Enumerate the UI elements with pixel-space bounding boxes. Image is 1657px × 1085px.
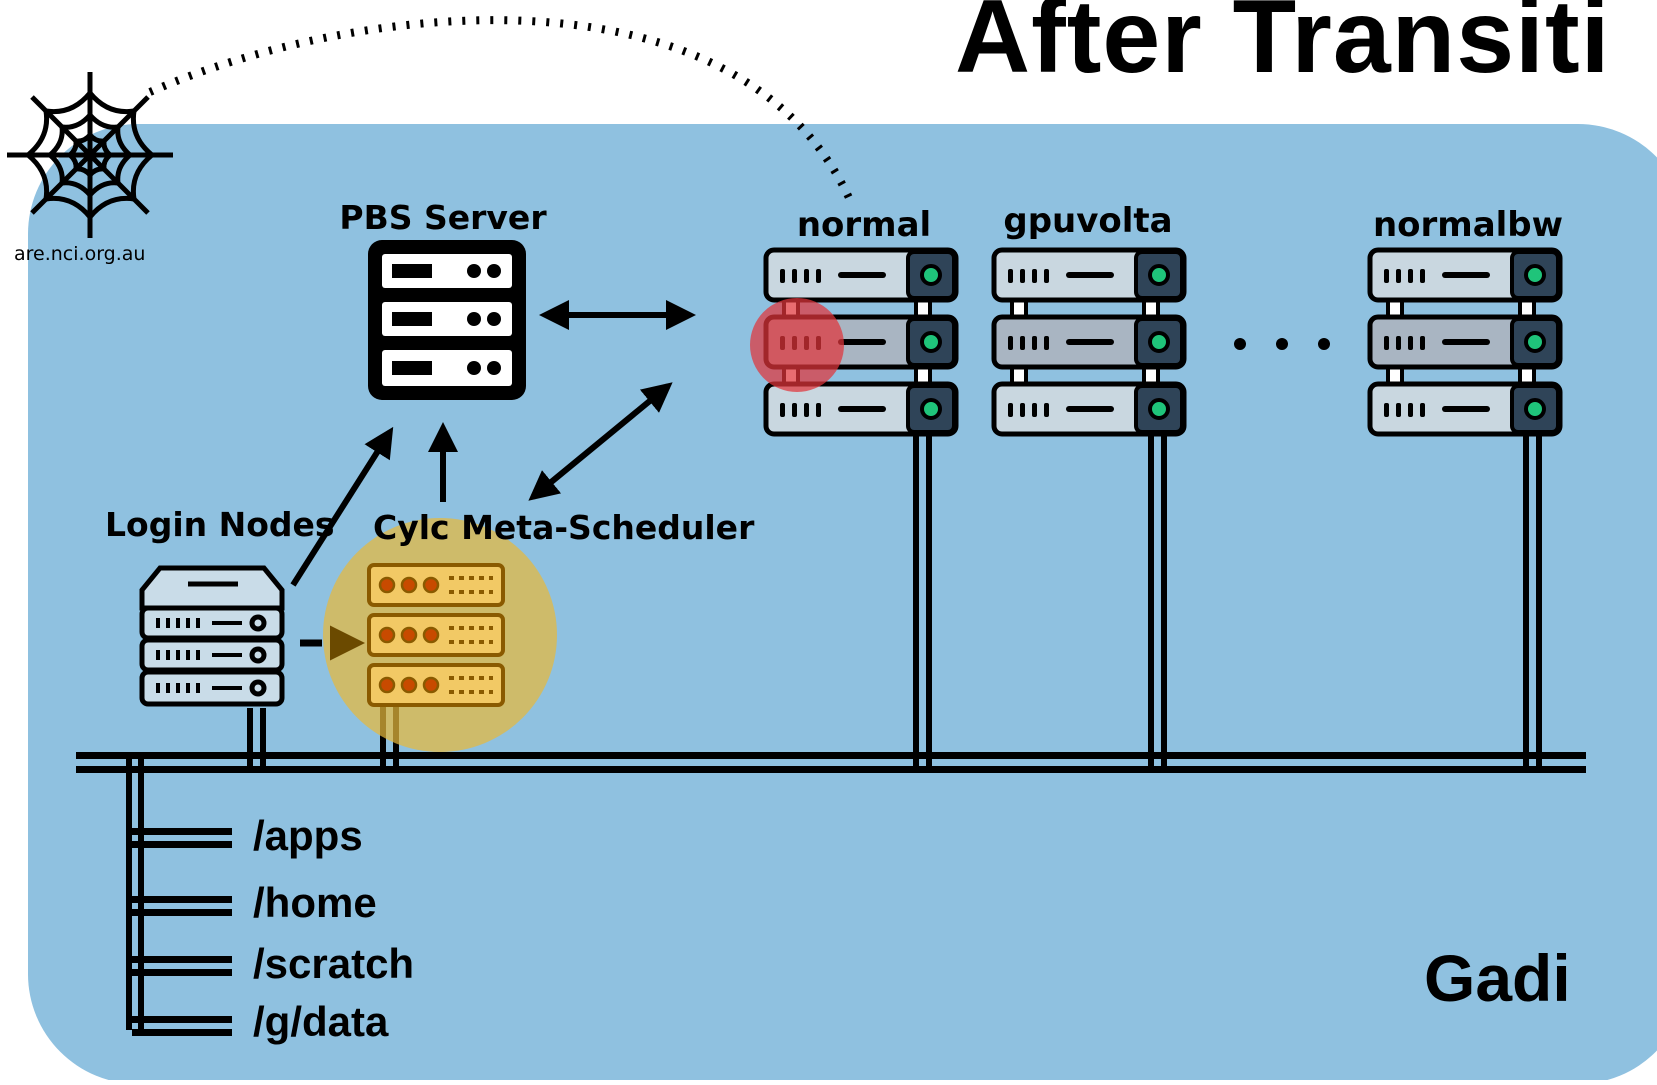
spider-web-icon — [7, 72, 173, 238]
login-nodes-label: Login Nodes — [105, 505, 335, 544]
pbs-server-label: PBS Server — [339, 198, 547, 237]
slide-title: After Transiti — [955, 0, 1611, 95]
cylc-label: Cylc Meta-Scheduler — [373, 508, 755, 547]
system-name: Gadi — [1424, 941, 1571, 1015]
more-queues-ellipsis — [1234, 338, 1330, 350]
storage-branch-scratch — [132, 956, 232, 976]
mount-home: /home — [253, 879, 377, 926]
server-rack-icon-normalbw — [1367, 247, 1563, 437]
job-marker — [750, 298, 844, 392]
storage-branch-gdata — [132, 1016, 232, 1036]
network-bus — [76, 752, 1586, 773]
cylc-scheduler-icon — [367, 563, 505, 707]
queue-label-normal: normal — [796, 205, 932, 245]
cylc-queues-arrow — [528, 382, 673, 501]
mount-apps: /apps — [253, 812, 363, 859]
storage-trunk — [126, 755, 232, 1036]
mount-gdata: /g/data — [253, 998, 389, 1045]
storage-branch-home — [132, 896, 232, 916]
queue-label-normalbw: normalbw — [1372, 205, 1564, 245]
mount-scratch: /scratch — [253, 940, 415, 987]
storage-branch-apps — [132, 828, 232, 848]
server-rack-icon-gpuvolta — [991, 247, 1187, 437]
login-nodes-icon — [139, 565, 285, 707]
web-url-label: are.nci.org.au — [14, 243, 146, 265]
login-to-pbs-arrow — [290, 426, 394, 587]
pbs-server-icon — [368, 240, 526, 400]
queue-label-gpuvolta: gpuvolta — [1003, 201, 1173, 241]
